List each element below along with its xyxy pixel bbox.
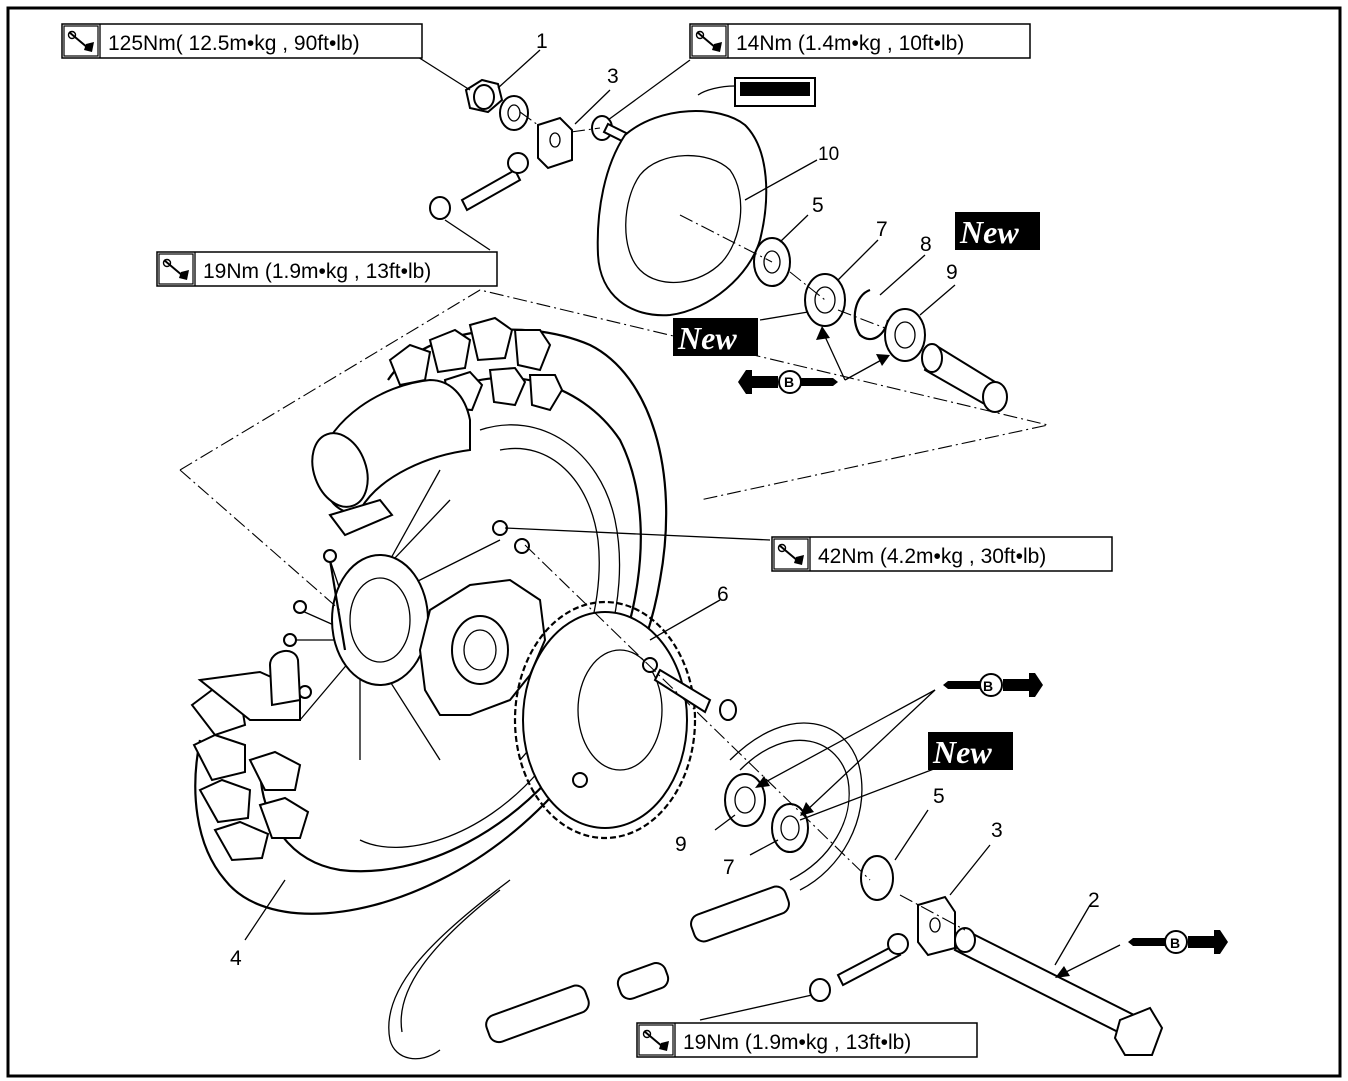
new-label: New [932, 734, 992, 770]
new-badge: New [673, 318, 758, 356]
callout-4: 4 [230, 947, 242, 970]
rear-axle [953, 927, 1164, 1056]
grease-gun-icon: B [737, 369, 839, 395]
callout-1: 1 [536, 30, 548, 53]
torque-value: 19Nm (1.9m•kg , 13ft•lb) [203, 260, 431, 283]
torque-wrench-icon [63, 25, 99, 57]
axle-nut [464, 78, 529, 131]
callout-9: 9 [675, 833, 687, 856]
sprocket-bolt [653, 668, 737, 721]
torque-spec-4: 42Nm (4.2m•kg , 30ft•lb) [771, 536, 1113, 572]
torque-wrench-icon [158, 253, 194, 285]
torque-wrench-icon [773, 538, 809, 570]
torque-value: 42Nm (4.2m•kg , 30ft•lb) [818, 545, 1046, 568]
callout-9: 9 [946, 261, 958, 284]
sprocket-carrier [418, 520, 547, 716]
adjuster-bolt-top [429, 152, 529, 220]
chain-adjuster-top [537, 116, 573, 170]
tire-tread-bottom [190, 670, 310, 862]
torque-spec-1: 125Nm( 12.5m•kg , 90ft•lb) [61, 23, 423, 59]
chain-adjuster-bottom [917, 895, 956, 957]
torque-value: 14Nm (1.4m•kg , 10ft•lb) [736, 32, 964, 55]
bearing-bottom [724, 773, 766, 827]
callout-7: 7 [876, 218, 888, 241]
new-badge: New [955, 212, 1040, 250]
leader-lines [244, 49, 1091, 1021]
torque-spec-2: 14Nm (1.4m•kg , 10ft•lb) [689, 23, 1031, 59]
callout-5: 5 [933, 785, 945, 808]
new-label: New [959, 214, 1019, 250]
oil-seal-top [804, 273, 846, 327]
callout-8: 8 [920, 233, 932, 256]
drive-chain [388, 722, 863, 1060]
adjuster-bolt-bottom [809, 933, 909, 1002]
grease-letter: B [983, 678, 993, 694]
callout-3: 3 [607, 65, 619, 88]
chain-links [485, 885, 790, 1044]
brake-disc [596, 110, 768, 317]
diagram-frame [6, 6, 1342, 1078]
rear-wheel-assembly [190, 316, 668, 915]
callout-10: 10 [818, 144, 839, 165]
callout-2: 2 [1088, 889, 1100, 912]
grease-letter: B [1170, 935, 1180, 951]
collar-bottom [860, 855, 894, 901]
new-badge: New [928, 732, 1013, 770]
grease-arrows [755, 326, 1121, 978]
torque-wrench-icon [638, 1024, 674, 1056]
oil-seal-bottom [771, 803, 809, 853]
part-callouts: 1 3 10 5 7 8 9 6 9 7 5 3 2 4 [230, 30, 1100, 970]
torque-value: 125Nm( 12.5m•kg , 90ft•lb) [108, 32, 360, 55]
disc-bolt [591, 115, 630, 144]
callout-5: 5 [812, 194, 824, 217]
threadlock-tube [697, 77, 816, 107]
assembly-lines [179, 111, 1049, 931]
rear-sprocket [513, 600, 697, 840]
callout-7: 7 [723, 856, 735, 879]
grease-letter: B [784, 374, 794, 390]
new-label: New [677, 320, 737, 356]
wheel-spacer [921, 343, 1008, 413]
callout-3: 3 [991, 819, 1003, 842]
torque-wrench-icon [691, 25, 727, 57]
circlip [853, 288, 890, 341]
tire-tread-top [388, 316, 564, 412]
torque-spec-3: 19Nm (1.9m•kg , 13ft•lb) [156, 251, 498, 287]
callout-6: 6 [717, 583, 729, 606]
bearing-top [884, 308, 926, 362]
torque-spec-5: 19Nm (1.9m•kg , 13ft•lb) [636, 1022, 978, 1058]
torque-value: 19Nm (1.9m•kg , 13ft•lb) [683, 1031, 911, 1054]
